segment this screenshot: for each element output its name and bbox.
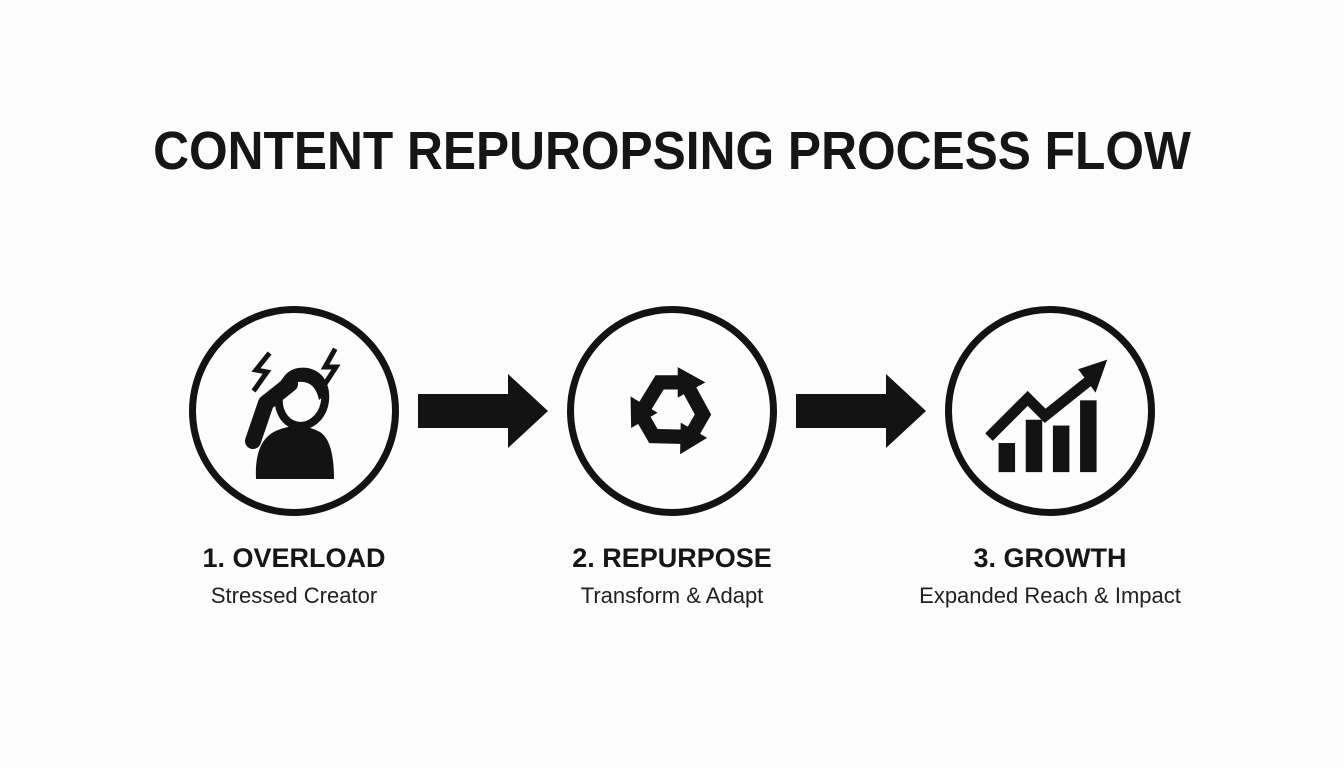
step-growth-circle (945, 306, 1155, 516)
diagram-title: CONTENT REPUROPSING PROCESS FLOW (153, 121, 1191, 181)
step-repurpose-circle (567, 306, 777, 516)
stressed-person-icon (245, 347, 341, 479)
step-growth-subtitle: Expanded Reach & Impact (919, 583, 1181, 608)
step-overload-label: 1. OVERLOAD (202, 543, 386, 573)
step-overload-circle (189, 306, 399, 516)
step-repurpose-label: 2. REPURPOSE (572, 543, 772, 573)
step-overload-subtitle: Stressed Creator (210, 583, 378, 608)
step-growth-label: 3. GROWTH (973, 543, 1127, 573)
step-growth: 3. GROWTH Expanded Reach & Impact (919, 306, 1181, 616)
step-overload: 1. OVERLOAD Stressed Creator (189, 306, 399, 616)
right-arrow-icon (796, 374, 926, 448)
growth-chart-icon (985, 359, 1108, 473)
step-repurpose-subtitle: Transform & Adapt (580, 583, 764, 608)
step-repurpose: 2. REPURPOSE Transform & Adapt (567, 306, 777, 616)
recycle-icon (610, 349, 734, 473)
flow-row: 1. OVERLOAD Stressed Creator (0, 306, 1344, 616)
right-arrow-icon (418, 374, 548, 448)
